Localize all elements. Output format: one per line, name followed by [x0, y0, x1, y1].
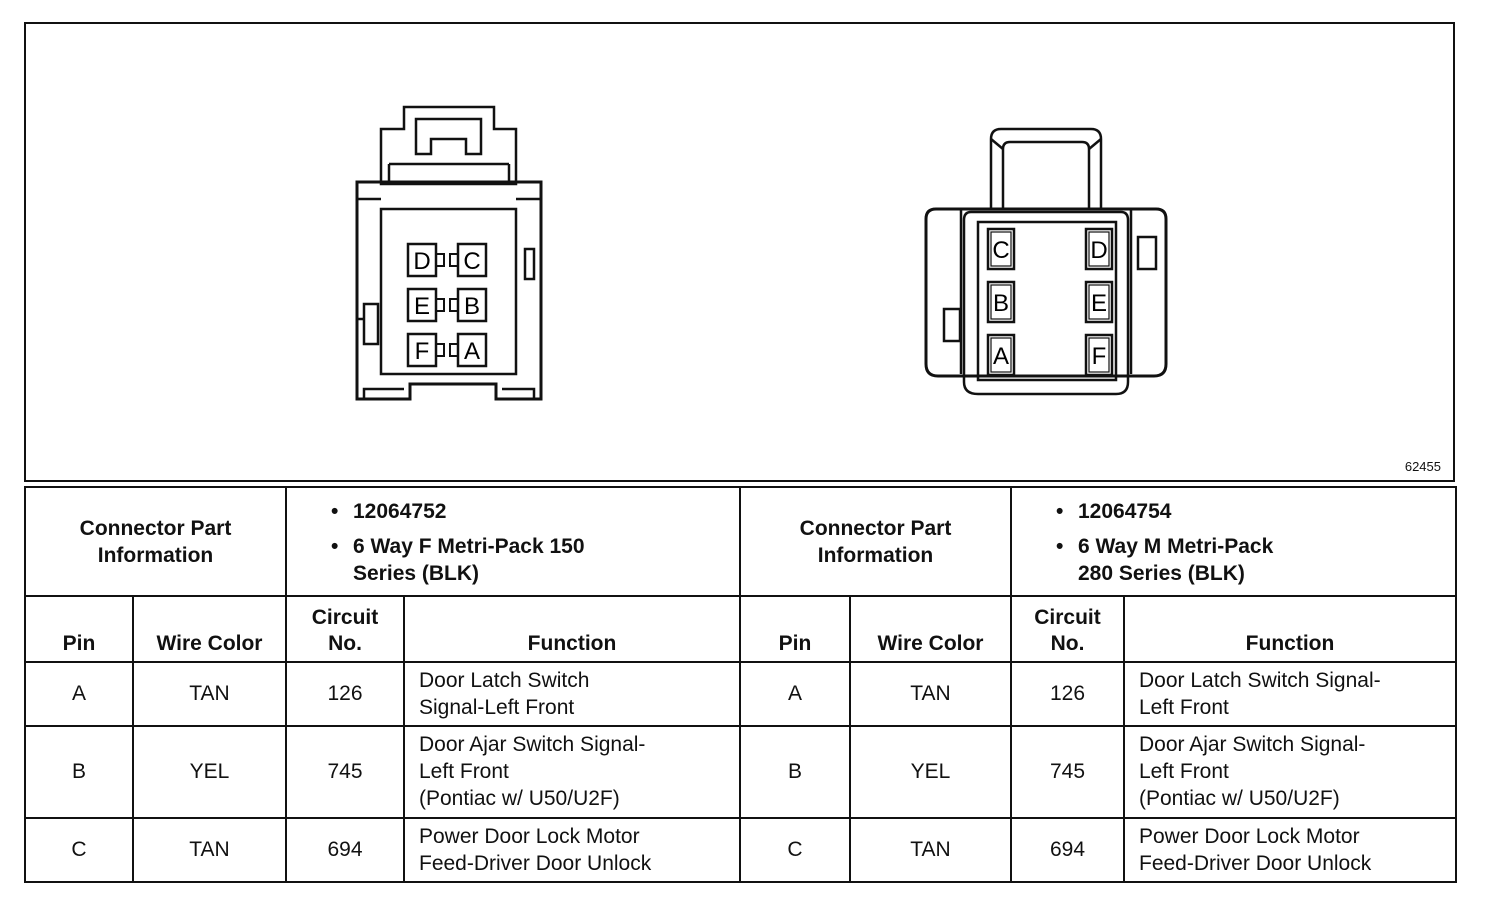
male-connector-drawing: C D B E A F [906, 104, 1186, 409]
left-circuit-cell: 694 [285, 817, 405, 883]
pin-cavity-a: A [449, 332, 488, 368]
pin-terminal-f: F [1084, 333, 1114, 377]
left-wire-color-header: Wire Color [132, 595, 287, 663]
right-part-details: 12064754 6 Way M Metri-Pack 280 Series (… [1009, 486, 1458, 597]
right-wire-color-header: Wire Color [849, 595, 1012, 663]
connector-diagram-frame: D C E B F A C D B E A F 62455 [24, 22, 1455, 482]
right-pin-cell: B [739, 725, 851, 819]
female-cavity-group: D C E B F A [406, 242, 488, 368]
svg-text:E: E [1091, 290, 1107, 317]
right-part-number: 12064754 [1056, 498, 1455, 525]
left-wire-cell: YEL [132, 725, 287, 819]
left-part-description: 6 Way F Metri-Pack 150 Series (BLK) [331, 533, 739, 587]
right-info-label: Connector Part Information [739, 486, 1012, 597]
pin-terminal-e: E [1084, 280, 1114, 324]
right-function-cell: Door Ajar Switch Signal-Left Front(Ponti… [1122, 725, 1458, 819]
left-wire-cell: TAN [132, 661, 287, 727]
left-part-details: 12064752 6 Way F Metri-Pack 150 Series (… [285, 486, 741, 597]
part-info-row: Connector Part Information 12064752 6 Wa… [24, 486, 1458, 597]
left-circuit-cell: 745 [285, 725, 405, 819]
male-housing [924, 207, 1168, 378]
male-cavity-group: C D B E A F [986, 227, 1114, 377]
svg-text:F: F [1092, 343, 1107, 370]
left-function-header: Function [403, 595, 741, 663]
lock-tab-outer [379, 105, 518, 186]
svg-text:B: B [464, 293, 480, 320]
pin-cavity-f: F [406, 332, 445, 368]
left-pin-cell: B [24, 725, 134, 819]
left-circuit-cell: 126 [285, 661, 405, 727]
female-connector-svg: D C E B F A [355, 105, 543, 401]
pin-cavity-d: D [406, 242, 445, 278]
left-function-cell: Door Ajar Switch Signal-Left Front(Ponti… [403, 725, 741, 819]
right-circuit-cell: 694 [1010, 817, 1125, 883]
left-pin-cell: C [24, 817, 134, 883]
left-part-number: 12064752 [331, 498, 739, 525]
male-connector-svg: C D B E A F [924, 127, 1168, 396]
female-connector-drawing: D C E B F A [326, 99, 566, 414]
svg-text:A: A [464, 338, 480, 365]
left-wire-cell: TAN [132, 817, 287, 883]
right-wire-cell: YEL [849, 725, 1012, 819]
svg-text:D: D [413, 248, 430, 275]
figure-id: 62455 [1404, 459, 1441, 474]
table-row: B YEL 745 Door Ajar Switch Signal-Left F… [24, 725, 1458, 819]
left-info-label: Connector Part Information [24, 486, 287, 597]
male-handle [989, 127, 1103, 209]
left-pin-cell: A [24, 661, 134, 727]
female-housing [355, 180, 543, 401]
pin-terminal-c: C [986, 227, 1016, 271]
svg-text:A: A [993, 343, 1009, 370]
pin-terminal-d: D [1084, 227, 1114, 271]
right-circuit-cell: 126 [1010, 661, 1125, 727]
right-pin-header: Pin [739, 595, 851, 663]
right-wire-cell: TAN [849, 661, 1012, 727]
right-wire-cell: TAN [849, 817, 1012, 883]
right-pin-cell: A [739, 661, 851, 727]
connector-info-table: Connector Part Information 12064752 6 Wa… [24, 486, 1458, 883]
svg-text:C: C [463, 248, 480, 275]
right-function-cell: Door Latch Switch Signal-Left Front [1122, 661, 1458, 727]
pin-terminal-a: A [986, 333, 1016, 377]
pin-cavity-e: E [406, 287, 445, 323]
right-part-description: 6 Way M Metri-Pack 280 Series (BLK) [1056, 533, 1455, 587]
svg-text:B: B [993, 290, 1009, 317]
right-pin-cell: C [739, 817, 851, 883]
pin-cavity-b: B [449, 287, 488, 323]
svg-text:E: E [414, 293, 430, 320]
svg-text:D: D [1090, 237, 1107, 264]
pin-cavity-c: C [449, 242, 488, 278]
svg-text:C: C [992, 237, 1009, 264]
right-circuit-cell: 745 [1010, 725, 1125, 819]
left-pin-header: Pin [24, 595, 134, 663]
right-function-header: Function [1122, 595, 1458, 663]
svg-text:F: F [415, 338, 430, 365]
pin-terminal-b: B [986, 280, 1016, 324]
